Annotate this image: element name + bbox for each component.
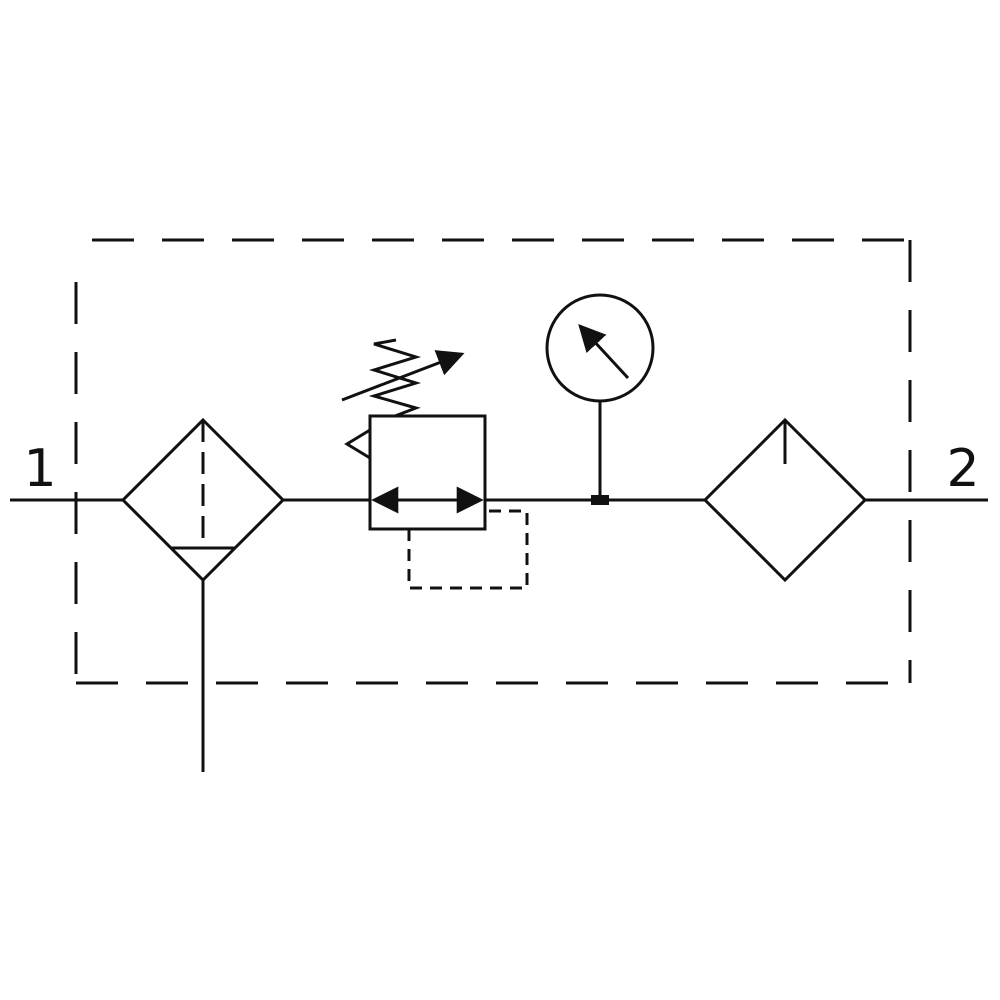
lubricator-symbol: [702, 417, 868, 583]
inlet-port-label: 1: [23, 439, 56, 499]
gauge-needle: [578, 324, 630, 380]
adjustment-spring: [368, 338, 422, 418]
pilot-triangle: [344, 428, 371, 460]
adjustment-arrow: [341, 350, 465, 402]
unit-boundary: [74, 238, 912, 685]
filter-symbol: [120, 417, 286, 772]
pressure-regulator-symbol: [341, 338, 529, 590]
pressure-gauge-symbol: [545, 293, 655, 505]
relief-outline: [407, 509, 529, 590]
outlet-port-label: 2: [946, 439, 979, 499]
